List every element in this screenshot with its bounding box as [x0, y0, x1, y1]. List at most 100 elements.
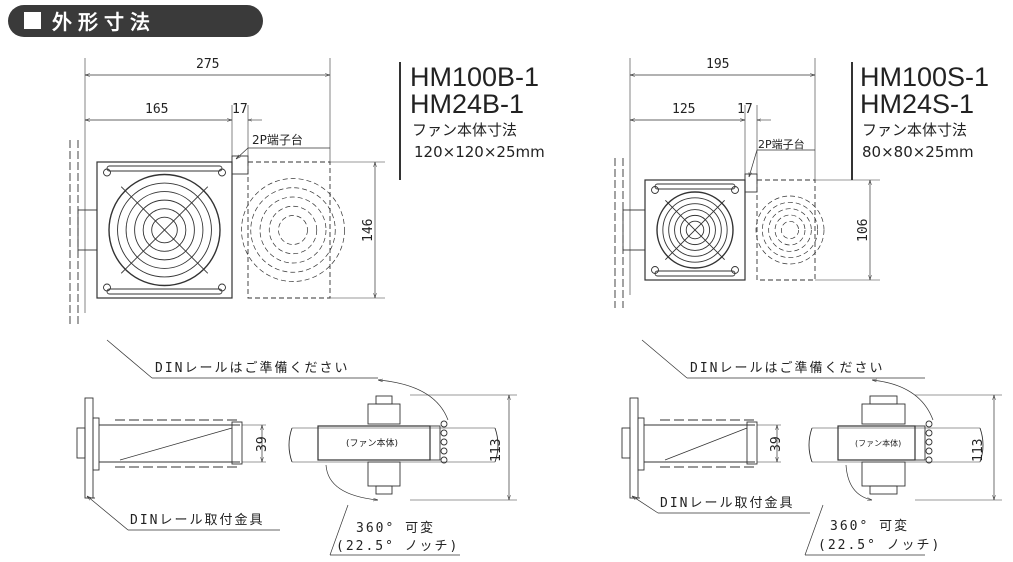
dim-terminal: 17 — [737, 102, 753, 117]
din-clip-bottom — [861, 461, 906, 487]
notch-label: (22.5° ノッチ) — [818, 538, 941, 553]
terminal-block — [744, 173, 758, 193]
screw-icon — [218, 283, 226, 292]
fan-guard-ring — [142, 208, 187, 252]
fan-size-label: ファン本体寸法 — [862, 121, 967, 139]
terminal-screw-icon — [440, 438, 448, 446]
vent-slot — [106, 165, 223, 172]
din-note: DINレールはご準備ください — [690, 360, 884, 376]
screw-icon — [651, 266, 659, 274]
dim-terminal: 17 — [232, 102, 248, 117]
din-bracket-plate — [84, 397, 94, 499]
fan-guard-ring — [117, 182, 212, 278]
mount-bracket — [77, 209, 98, 251]
terminal-screw-icon — [925, 420, 933, 428]
leader-line — [632, 496, 659, 514]
screw-icon — [218, 168, 226, 177]
din-bracket-clip — [76, 427, 86, 459]
dim-body: 125 — [672, 102, 695, 117]
din-clip-bottom — [367, 461, 401, 487]
rotated-fan-outline — [241, 178, 345, 282]
fan-body-label: (ファン本体) — [855, 438, 901, 448]
rotation-arrow — [378, 380, 449, 421]
terminal-screw-icon — [925, 438, 933, 446]
dim-depth: 39 — [255, 436, 270, 452]
din-clip-tab — [869, 485, 898, 495]
rotated-fan-outline — [774, 214, 806, 246]
fan-guard-ring — [674, 209, 716, 251]
fan-guard-ring — [151, 216, 178, 244]
model-name-2: HM24B-1 — [410, 89, 524, 119]
screw-icon — [103, 283, 111, 292]
terminal-screw-icon — [925, 429, 933, 437]
din-bracket-plate — [629, 397, 639, 499]
fan-guard-ring — [679, 214, 711, 246]
din-bracket-label: DINレール取付金具 — [660, 495, 794, 511]
rotated-position-outline — [247, 161, 331, 299]
rail-break — [288, 427, 293, 463]
din-note: DINレールはご準備ください — [155, 360, 349, 376]
fan-size: 120×120×25mm — [414, 143, 545, 161]
rail-break — [979, 427, 984, 463]
fan-guard-ring — [125, 191, 204, 269]
leader-line — [641, 339, 688, 379]
model-name-2: HM24S-1 — [860, 89, 974, 119]
fan-guard-strut — [120, 186, 209, 274]
din-clip-tab — [375, 395, 393, 405]
rotation-label: 360° 可変 — [356, 520, 435, 536]
leader-line — [106, 339, 153, 379]
dim-height: 146 — [361, 219, 376, 242]
dim-rail-height: 113 — [489, 439, 504, 462]
din-clip-top — [861, 403, 906, 425]
din-clip-tab — [375, 485, 393, 495]
dim-rail-height: 113 — [971, 439, 986, 462]
din-clip-tab — [869, 395, 898, 405]
terminal-screw-icon — [440, 447, 448, 455]
fan-guard-ring — [108, 173, 221, 287]
rotated-fan-outline — [250, 187, 336, 273]
rotated-fan-outline — [268, 205, 318, 255]
din-bracket-label: DINレール取付金具 — [130, 512, 264, 528]
header-bullet-square — [24, 12, 41, 29]
rotated-position-outline — [756, 179, 816, 281]
leader-line — [748, 149, 758, 177]
screw-icon — [731, 266, 739, 274]
fan-guard-ring — [656, 191, 734, 269]
terminal-block-label: 2P端子台 — [252, 132, 303, 147]
fan-guard-strut — [665, 200, 725, 260]
vent-slot — [106, 288, 223, 295]
fan-body-label: (ファン本体) — [346, 437, 398, 449]
screw-icon — [651, 186, 659, 194]
rail-break — [494, 427, 499, 463]
din-bracket-flange — [92, 417, 100, 471]
fan-guard-ring — [134, 199, 195, 261]
rotated-fan-outline — [755, 195, 825, 265]
fan-housing — [96, 161, 233, 299]
side-diagonal — [119, 427, 233, 461]
mount-bracket — [622, 209, 646, 251]
rotated-fan-outline — [761, 201, 819, 259]
vent-slot — [654, 183, 736, 190]
side-end-block — [231, 421, 243, 465]
terminal-screw-icon — [925, 447, 933, 455]
rotated-fan-outline — [780, 220, 800, 240]
terminal-screw-icon — [440, 420, 448, 428]
dim-height: 106 — [856, 219, 871, 242]
model-panel-s: 195 125 17 2P端子台 106 HM100S-1 HM24S-1 ファ… — [660, 57, 989, 553]
dim-overall: 275 — [196, 57, 219, 72]
fan-size-label: ファン本体寸法 — [412, 121, 517, 139]
section-title: 外形寸法 — [52, 10, 156, 34]
notch-label: (22.5° ノッチ) — [336, 539, 459, 554]
fan-size: 80×80×25mm — [862, 143, 974, 161]
side-diagonal — [664, 427, 748, 461]
vent-slot — [654, 270, 736, 277]
fan-guard-ring — [685, 220, 705, 240]
leader-line — [236, 147, 249, 159]
rotation-arrow — [325, 464, 378, 500]
terminal-front — [914, 425, 926, 461]
header-pill — [8, 5, 263, 37]
rotation-label: 360° 可変 — [830, 518, 909, 534]
screw-icon — [103, 168, 111, 177]
din-bracket-clip — [621, 427, 631, 459]
dim-body: 165 — [145, 102, 168, 117]
